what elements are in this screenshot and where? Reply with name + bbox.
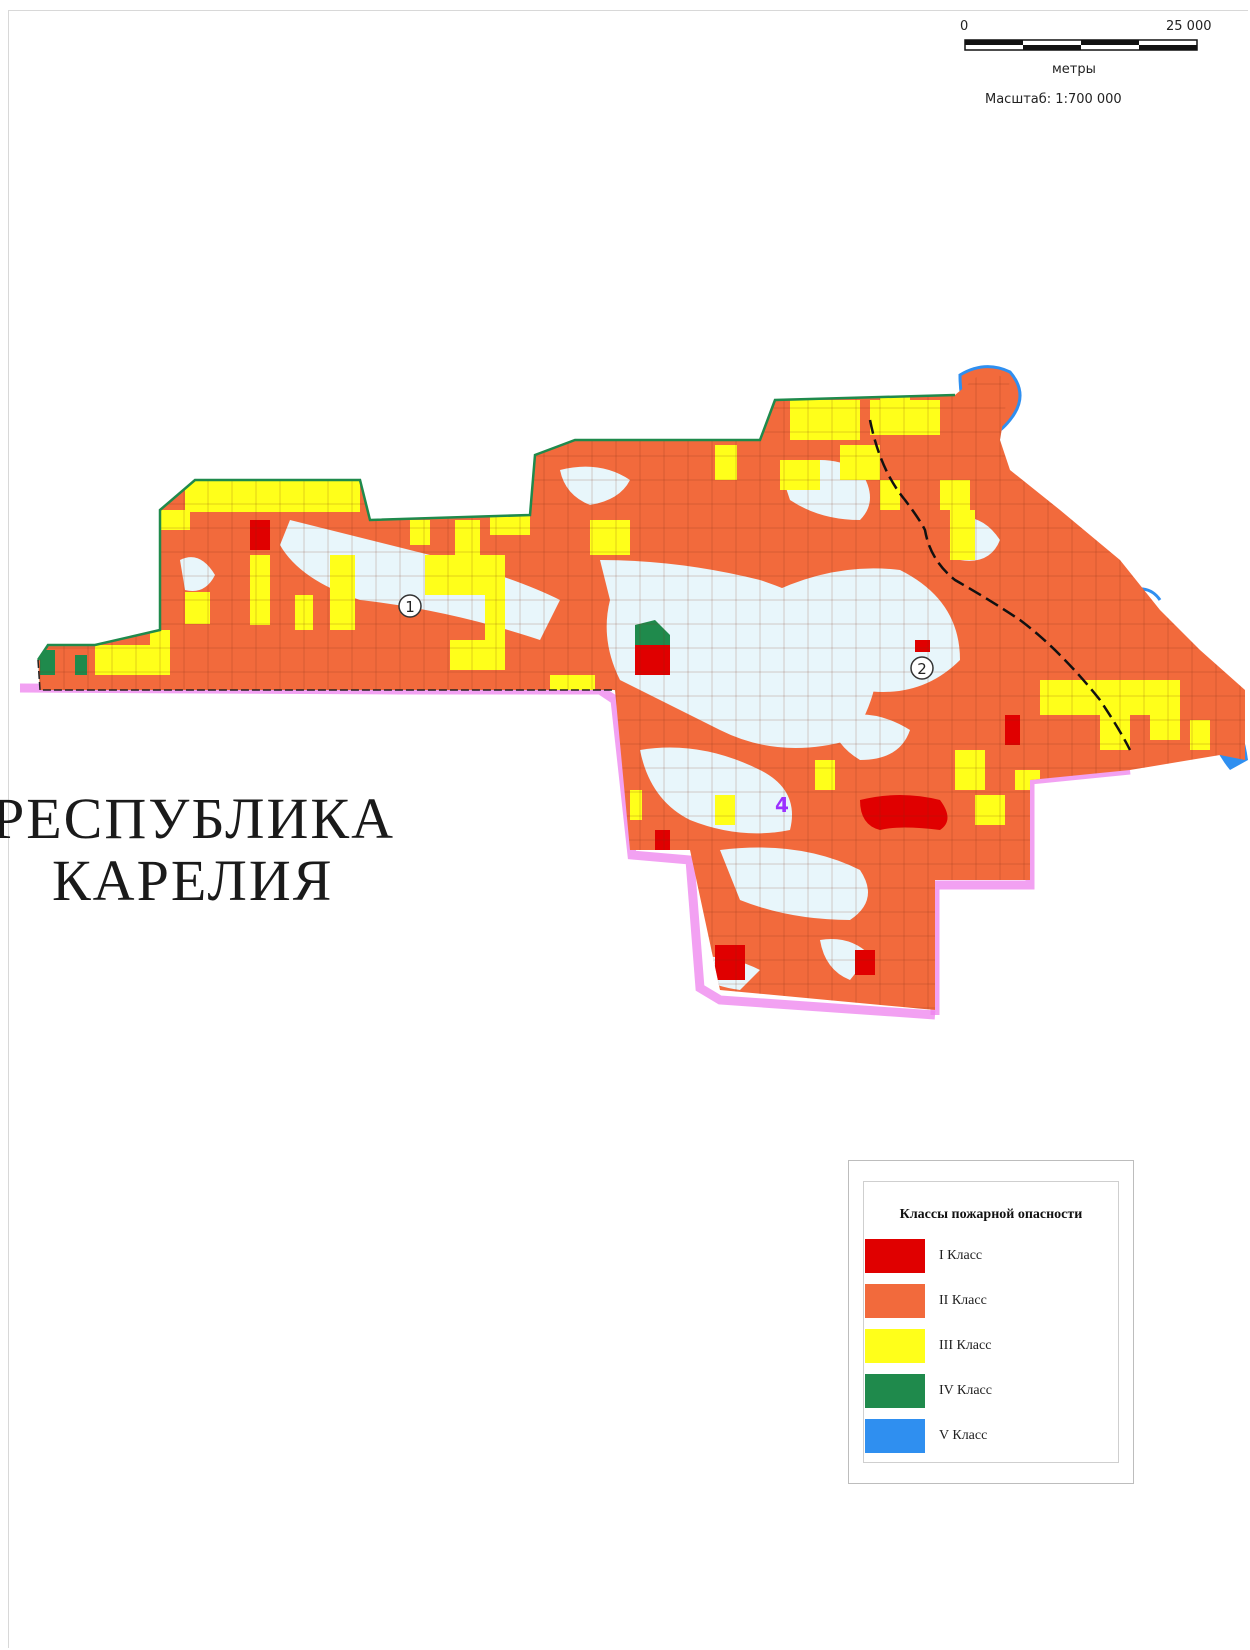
district-marker-label: 1	[405, 598, 415, 616]
scale-unit-label: метры	[1052, 62, 1096, 77]
scale-start-label: 0	[960, 19, 968, 34]
legend-label: II Класс	[939, 1293, 987, 1308]
district-marker-1: 1	[398, 594, 422, 618]
legend-label: I Класс	[939, 1248, 983, 1263]
legend-item: V Класс	[865, 1419, 987, 1453]
legend-label: V Класс	[939, 1428, 988, 1443]
district-marker-4: 4	[775, 793, 789, 817]
legend-item: III Класс	[865, 1329, 991, 1363]
legend-label: IV Класс	[939, 1383, 992, 1398]
scale-segment	[1023, 45, 1081, 50]
scale-segment	[965, 40, 1023, 45]
scale-bar: 0 25 000 метры Масштаб: 1:700 000	[960, 19, 1212, 107]
class-3-areas	[95, 390, 1210, 825]
scale-segment	[1139, 45, 1197, 50]
administrative-border	[37, 659, 615, 691]
scale-end-label: 25 000	[1166, 19, 1212, 34]
legend-item: IV Класс	[865, 1374, 992, 1408]
legend-item: II Класс	[865, 1284, 987, 1318]
class-4-areas	[40, 620, 670, 675]
legend-swatch	[865, 1419, 925, 1453]
legend-title: Классы пожарной опасности	[899, 1207, 1083, 1222]
district-marker-2: 2	[910, 656, 934, 680]
legend-swatch	[865, 1284, 925, 1318]
legend-label: III Класс	[939, 1338, 992, 1353]
legend-swatch	[865, 1374, 925, 1408]
map-frame	[8, 10, 1248, 1648]
class-1-areas	[250, 520, 1020, 980]
forest-territory	[38, 370, 1245, 1010]
scale-ratio-label: Масштаб: 1:700 000	[985, 92, 1122, 107]
legend-swatch	[865, 1329, 925, 1363]
road-line	[868, 419, 1132, 751]
scale-segment	[1081, 40, 1139, 45]
legend: Классы пожарной опасности I Класс II Клас…	[848, 1160, 1134, 1484]
legend-item: I Класс	[865, 1239, 982, 1273]
district-marker-label: 2	[917, 660, 927, 678]
territory-outline	[36, 393, 956, 661]
legend-inner-frame	[863, 1181, 1119, 1463]
legend-swatch	[865, 1239, 925, 1273]
region-label-line2: КАРЕЛИЯ	[52, 848, 334, 913]
region-label-line1: РЕСПУБЛИКА	[0, 786, 395, 851]
